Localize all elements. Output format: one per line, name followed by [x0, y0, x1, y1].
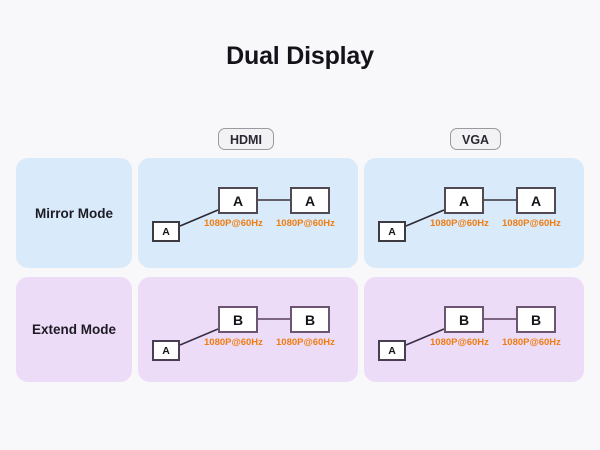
diagram-extend-vga: A B B 1080P@60Hz 1080P@60Hz [364, 277, 584, 382]
connection-lines-extend-vga [405, 318, 516, 346]
display-monitor-1: A [218, 187, 258, 214]
resolution-label-2: 1080P@60Hz [502, 337, 561, 348]
display-monitor-1: B [218, 306, 258, 333]
diagram-mirror-hdmi: A A A 1080P@60Hz 1080P@60Hz [138, 158, 358, 268]
resolution-label-1: 1080P@60Hz [430, 218, 489, 229]
diagram-card-extend-vga: A B B 1080P@60Hz 1080P@60Hz [364, 277, 584, 382]
source-device-box: A [378, 340, 406, 361]
display-monitor-1: B [444, 306, 484, 333]
diagram-extend-hdmi: A B B 1080P@60Hz 1080P@60Hz [138, 277, 358, 382]
resolution-label-1: 1080P@60Hz [204, 218, 263, 229]
display-monitor-2: A [516, 187, 556, 214]
diagram-mirror-vga: A A A 1080P@60Hz 1080P@60Hz [364, 158, 584, 268]
page-title: Dual Display [226, 42, 374, 70]
port-badge-hdmi: HDMI [218, 128, 274, 150]
diagram-card-mirror-vga: A A A 1080P@60Hz 1080P@60Hz [364, 158, 584, 268]
resolution-label-1: 1080P@60Hz [204, 337, 263, 348]
display-monitor-1: A [444, 187, 484, 214]
mode-label-extend: Extend Mode [31, 322, 116, 337]
diagram-card-extend-hdmi: A B B 1080P@60Hz 1080P@60Hz [138, 277, 358, 382]
row-label-card-extend: Extend Mode [16, 277, 132, 382]
display-monitor-2: A [290, 187, 330, 214]
resolution-label-2: 1080P@60Hz [276, 337, 335, 348]
source-device-box: A [152, 221, 180, 242]
connection-lines-mirror-hdmi [179, 199, 290, 227]
connection-lines-extend-hdmi [179, 318, 290, 346]
source-device-box: A [152, 340, 180, 361]
port-badge-vga: VGA [450, 128, 502, 150]
resolution-label-1: 1080P@60Hz [430, 337, 489, 348]
diagram-card-mirror-hdmi: A A A 1080P@60Hz 1080P@60Hz [138, 158, 358, 268]
display-monitor-2: B [516, 306, 556, 333]
source-device-box: A [378, 221, 406, 242]
resolution-label-2: 1080P@60Hz [276, 218, 335, 229]
row-label-card-mirror: Mirror Mode [16, 158, 132, 268]
mode-label-mirror: Mirror Mode [34, 205, 113, 221]
display-monitor-2: B [290, 306, 330, 333]
connection-lines-mirror-vga [405, 199, 516, 227]
column-header-row: HDMI VGA [138, 128, 584, 152]
resolution-label-2: 1080P@60Hz [502, 218, 561, 229]
